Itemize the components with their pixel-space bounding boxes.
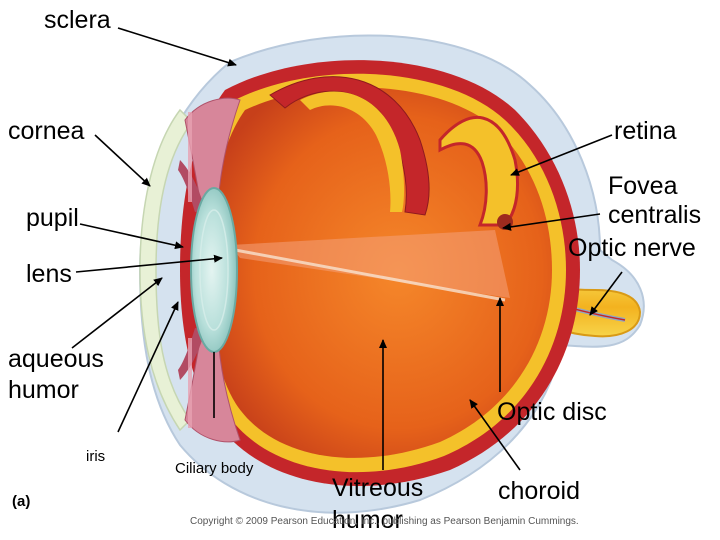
lens	[190, 187, 238, 353]
ciliary-body	[178, 97, 241, 443]
label-cornea: cornea	[8, 117, 85, 145]
arrow-aqueous	[71, 277, 163, 349]
label-retina: retina	[614, 117, 677, 145]
vitreous-body	[210, 87, 552, 458]
arrow-sclera	[117, 27, 237, 67]
arrow-optic-nerve	[589, 271, 623, 316]
label-pupil: pupil	[26, 204, 79, 232]
arrow-fovea	[502, 213, 601, 231]
arrow-pupil	[79, 223, 184, 250]
label-aqueous-line1: aqueous	[8, 345, 104, 373]
label-sclera: sclera	[44, 6, 111, 34]
label-vitreous-line1: Vitreous	[332, 474, 424, 502]
label-lens: lens	[26, 260, 72, 288]
arrow-cornea	[94, 134, 151, 187]
arrow-lens	[75, 254, 223, 273]
label-optic-disc: Optic disc	[497, 398, 607, 426]
label-ciliary-body: Ciliary body	[175, 460, 254, 477]
label-fovea-line2: centralis	[608, 201, 702, 229]
label-optic-nerve: Optic nerve	[568, 234, 696, 262]
label-aqueous-line2: humor	[8, 376, 79, 404]
arrow-iris	[117, 301, 179, 433]
label-fovea-line1: Fovea	[608, 172, 678, 200]
label-choroid: choroid	[498, 477, 580, 505]
label-vitreous-line2: humor	[332, 506, 403, 534]
copyright-notice: Copyright © 2009 Pearson Education, Inc.…	[190, 516, 579, 527]
arrow-choroid	[469, 399, 521, 471]
leader-lines	[71, 27, 623, 471]
label-iris: iris	[86, 448, 106, 465]
figure-tag: (a)	[12, 493, 31, 510]
arrow-retina	[510, 134, 613, 176]
